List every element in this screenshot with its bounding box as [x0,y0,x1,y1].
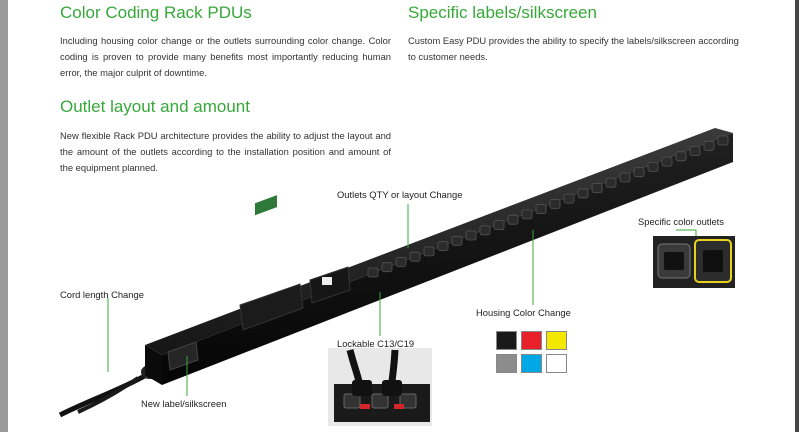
outlet [591,183,603,193]
specific-color-outlets-inset [653,236,735,288]
pdu-front-face [162,133,733,385]
outlet [493,220,505,230]
swatch-blue [521,354,542,373]
outlet [605,177,617,188]
outlet-layout-body: New flexible Rack PDU architecture provi… [60,130,391,173]
swatch-grey [496,354,517,373]
pdu-end-face [145,345,162,385]
left-border [0,0,8,432]
outlet [409,251,421,262]
outlet [563,193,575,204]
lockable-callout: Lockable C13/C19 [337,338,415,349]
specific-color-callout: Specific color outlets [638,216,724,227]
outlet [535,204,547,215]
outlet-layout-title: Outlet layout and amount [60,97,250,116]
color-coding-body: Including housing color change or the ou… [60,35,391,78]
outlet [507,214,519,225]
swatch-red [521,331,542,350]
outlet [465,230,477,241]
housing-color-swatches [496,331,567,373]
display-module [239,283,304,331]
lockable-plug-photo [328,348,432,426]
outlet [521,209,533,220]
outlet [395,256,407,267]
labels-title: Specific labels/silkscreen [408,3,597,22]
labels-body: Custom Easy PDU provides the ability to … [408,35,739,62]
outlet [675,151,687,162]
outlet [647,161,659,172]
outlet [423,246,435,257]
outlet [549,198,561,209]
outlet [661,156,673,167]
outlets-qty-callout: Outlets QTY or layout Change [337,189,463,200]
outlet [577,188,589,199]
outlet-row [367,135,729,278]
housing-color-callout: Housing Color Change [476,307,571,318]
new-label-callout: New label/silkscreen [141,398,227,409]
swatch-white [546,354,567,373]
outlet [451,235,463,246]
outlet [437,241,449,252]
cord-length-callout: Cord length Change [60,289,144,300]
outlet [633,167,645,178]
swatch-black [496,331,517,350]
outlet [689,146,701,157]
right-border [795,0,799,432]
outlet [479,225,491,236]
power-cord [58,369,154,418]
display-screen [255,195,277,216]
outlet [619,172,631,183]
swatch-yellow [546,331,567,350]
outlet [703,140,715,151]
outlet [717,135,729,146]
outlet [381,262,393,273]
color-coding-title: Color Coding Rack PDUs [60,3,252,22]
outlet [367,267,379,278]
